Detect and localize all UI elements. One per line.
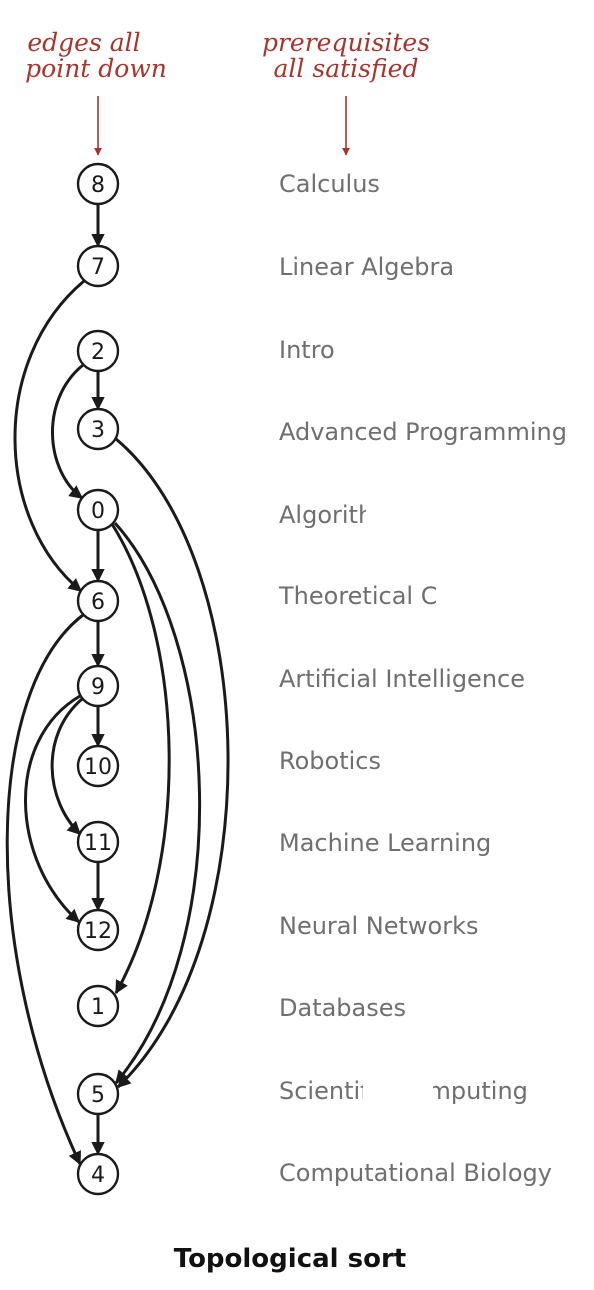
- node-6-label: 6: [91, 590, 105, 615]
- node-1: 1: [76, 984, 120, 1028]
- course-label-7: Linear Algebra: [279, 253, 454, 281]
- course-label-6: Theoretical CS: [278, 582, 453, 610]
- edge-0-to-1: [110, 523, 171, 995]
- header-right-line-2: all satisfied: [274, 54, 419, 83]
- node-10-circle: [76, 744, 120, 788]
- caption: Topological sort: [174, 1244, 406, 1274]
- node-7-circle: [76, 244, 120, 288]
- node-9-circle: [76, 664, 120, 708]
- node-2-circle: [76, 329, 120, 373]
- node-8: 8: [76, 162, 120, 206]
- edges: [5, 204, 230, 1166]
- course-label-8: Calculus: [279, 170, 380, 198]
- course-label-1: Databases: [279, 994, 406, 1022]
- course-label-4: Computational Biology: [279, 1159, 552, 1187]
- node-4-circle: [76, 1152, 120, 1196]
- node-5-circle: [76, 1072, 120, 1116]
- node-9-label: 9: [91, 675, 105, 700]
- node-6: 6: [76, 579, 120, 623]
- node-3-label: 3: [91, 418, 105, 443]
- header-left-line-2: point down: [25, 54, 167, 83]
- nodes: 8 7 2 3 0 6 9 10 11 12 1 5 4: [76, 162, 120, 1196]
- header-right-line-1: prerequisites: [262, 28, 430, 57]
- node-8-label: 8: [91, 173, 105, 198]
- course-label-10: Robotics: [279, 747, 381, 775]
- course-label-3: Advanced Programming: [279, 418, 567, 446]
- node-4-label: 4: [91, 1163, 105, 1188]
- course-label-9: Artificial Intelligence: [279, 665, 525, 693]
- node-6-circle: [76, 579, 120, 623]
- node-3-circle: [76, 407, 120, 451]
- node-12-label: 12: [84, 919, 112, 944]
- node-7-label: 7: [91, 255, 105, 280]
- node-9: 9: [76, 664, 120, 708]
- edge-2-to-0: [51, 363, 84, 500]
- occlusion-masks: [343, 330, 566, 1108]
- node-1-label: 1: [91, 995, 105, 1020]
- edge-3-to-5: [115, 437, 230, 1089]
- edge-6-to-4: [5, 613, 84, 1166]
- edge-7-to-6: [13, 279, 85, 593]
- node-1-circle: [76, 984, 120, 1028]
- edge-9-to-12: [24, 694, 81, 924]
- course-label-11: Machine Learning: [279, 829, 491, 857]
- node-2: 2: [76, 329, 120, 373]
- node-3: 3: [76, 407, 120, 451]
- node-2-label: 2: [91, 340, 105, 365]
- node-10-label: 10: [84, 755, 112, 780]
- node-12: 12: [76, 908, 120, 952]
- node-10: 10: [76, 744, 120, 788]
- edge-9-to-11: [50, 697, 83, 836]
- node-11-circle: [76, 820, 120, 864]
- header-left-line-1: edges all: [27, 28, 140, 57]
- node-5: 5: [76, 1072, 120, 1116]
- node-0-label: 0: [91, 499, 105, 524]
- node-8-circle: [76, 162, 120, 206]
- node-5-label: 5: [91, 1083, 105, 1108]
- edge-0-to-5: [113, 521, 201, 1085]
- node-0-circle: [76, 488, 120, 532]
- node-12-circle: [76, 908, 120, 952]
- node-4: 4: [76, 1152, 120, 1196]
- node-11-label: 11: [84, 831, 112, 856]
- node-7: 7: [76, 244, 120, 288]
- course-label-12: Neural Networks: [279, 912, 479, 940]
- node-11: 11: [76, 820, 120, 864]
- node-0: 0: [76, 488, 120, 532]
